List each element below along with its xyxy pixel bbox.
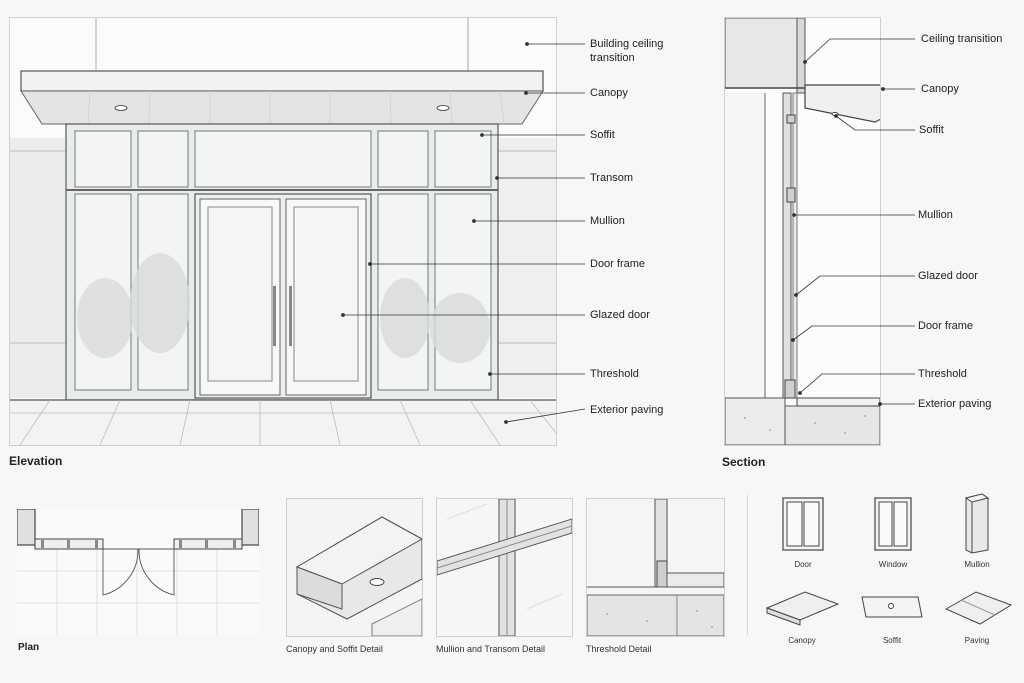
- elevation-label-door-frame: Door frame: [590, 258, 646, 270]
- canopy-icon-label: Canopy: [788, 636, 816, 645]
- threshold-detail-drawing: [587, 499, 724, 636]
- section-drawing: [725, 18, 880, 445]
- section-label-soffit: Soffit: [919, 124, 944, 136]
- paving-icon-label: Paving: [964, 636, 990, 645]
- plan-panel: [17, 509, 259, 635]
- plan-drawing: [17, 509, 259, 635]
- section-label-threshold: Threshold: [918, 368, 967, 380]
- canopy-icon: [765, 591, 840, 626]
- threshold-detail-panel: [586, 498, 725, 637]
- elevation-label-soffit: Soffit: [590, 129, 615, 141]
- elevation-label-exterior-paving: Exterior paving: [590, 404, 664, 416]
- elevation-label-building-ceiling-transition: Building ceiling transition: [590, 38, 664, 64]
- mullion-transom-detail-panel: [436, 498, 573, 637]
- mullion-transom-detail-drawing: [437, 499, 572, 636]
- door-icon-label: Door: [794, 560, 812, 569]
- elevation-panel: [9, 17, 557, 446]
- canopy-soffit-detail-panel: [286, 498, 423, 637]
- elevation-label-transom: Transom: [590, 172, 633, 184]
- elevation-drawing: [10, 18, 556, 445]
- canopy-soffit-detail-caption: Canopy and Soffit Detail: [286, 644, 383, 654]
- section-panel: [724, 17, 881, 446]
- elevation-label-glazed-door: Glazed door: [590, 309, 650, 321]
- mullion-icon-label: Mullion: [964, 560, 990, 569]
- window-icon-label: Window: [878, 560, 908, 569]
- elevation-label-canopy: Canopy: [590, 87, 628, 99]
- elevation-label-mullion: Mullion: [590, 215, 625, 227]
- mullion-transom-detail-caption: Mullion and Transom Detail: [436, 644, 546, 654]
- section-label-mullion: Mullion: [918, 209, 953, 221]
- canopy-soffit-detail-drawing: [287, 499, 422, 636]
- section-label-glazed-door: Glazed door: [918, 270, 978, 282]
- section-label-exterior-paving: Exterior paving: [918, 398, 992, 410]
- mullion-icon: [964, 493, 990, 554]
- soffit-icon: [861, 596, 923, 618]
- section-title: Section: [722, 455, 766, 469]
- window-icon: [874, 497, 912, 551]
- plan-title: Plan: [18, 642, 40, 653]
- legend-divider: [747, 495, 748, 635]
- paving-icon: [944, 591, 1013, 625]
- soffit-icon-label: Soffit: [882, 636, 902, 645]
- elevation-title: Elevation: [9, 454, 63, 468]
- elevation-label-threshold: Threshold: [590, 368, 639, 380]
- section-label-ceiling-transition: Ceiling transition: [921, 33, 1003, 45]
- section-label-door-frame: Door frame: [918, 320, 974, 332]
- threshold-detail-caption: Threshold Detail: [586, 644, 652, 654]
- door-icon: [782, 497, 824, 551]
- section-label-canopy: Canopy: [921, 83, 959, 95]
